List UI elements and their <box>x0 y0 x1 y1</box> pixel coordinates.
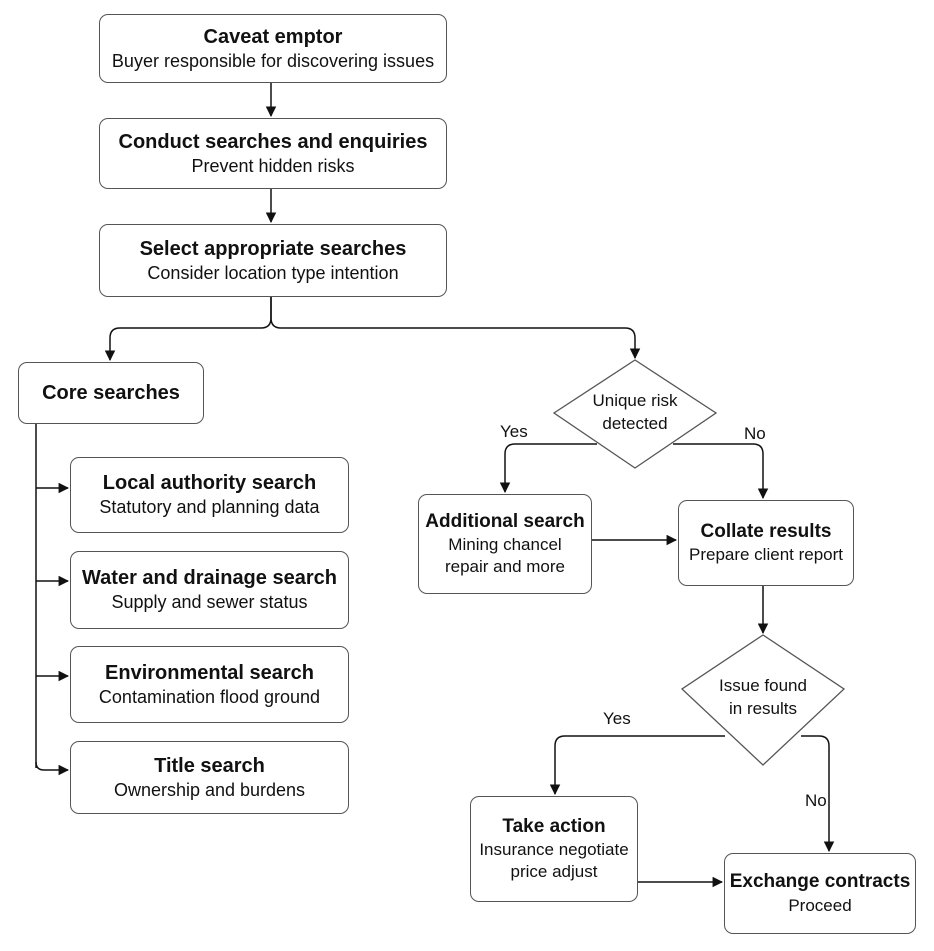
decision-issue-found: Issue found in results <box>703 675 823 721</box>
node-subtitle: Prepare client report <box>688 545 844 565</box>
label-yes-unique-risk: Yes <box>500 422 528 441</box>
decision-issue-found-shape <box>680 634 846 766</box>
node-select-searches: Select appropriate searches Consider loc… <box>99 224 447 297</box>
node-title-search: Title search Ownership and burdens <box>70 741 349 814</box>
node-line: price adjust <box>510 862 598 882</box>
node-title: Exchange contracts <box>729 871 911 893</box>
arrow-core-to-title <box>35 761 70 776</box>
node-water-drainage-search: Water and drainage search Supply and sew… <box>70 551 349 629</box>
node-subtitle: Statutory and planning data <box>99 497 320 518</box>
node-line: repair and more <box>444 557 565 577</box>
decision-unique-risk-shape <box>552 359 718 469</box>
node-local-authority-search: Local authority search Statutory and pla… <box>70 457 349 533</box>
node-subtitle: Supply and sewer status <box>111 592 308 613</box>
node-subtitle: Buyer responsible for discovering issues <box>111 50 435 71</box>
arrow-unique-risk-no <box>673 443 769 500</box>
arrow-unique-risk-yes <box>499 443 597 494</box>
node-caveat-emptor: Caveat emptor Buyer responsible for disc… <box>99 14 447 83</box>
node-title: Select appropriate searches <box>139 237 407 260</box>
label-yes-issue-found: Yes <box>603 709 631 728</box>
decision-line: in results <box>728 698 798 718</box>
node-title: Local authority search <box>102 472 317 495</box>
node-line: Mining chancel <box>448 535 562 555</box>
node-title: Environmental search <box>105 661 314 684</box>
node-subtitle: Proceed <box>788 895 852 915</box>
node-line: Insurance negotiate <box>479 840 629 860</box>
node-subtitle: Consider location type intention <box>147 262 399 283</box>
decision-line: Unique risk <box>592 391 678 410</box>
node-title: Collate results <box>700 520 832 542</box>
decision-line: Issue found <box>719 676 807 695</box>
arrow-select-to-unique-risk <box>270 297 641 360</box>
decision-line: detected <box>602 413 668 433</box>
node-additional-search: Additional search Mining chancel repair … <box>418 494 592 594</box>
node-title: Core searches <box>42 382 180 404</box>
label-no-issue-found: No <box>805 791 827 810</box>
node-subtitle: Ownership and burdens <box>113 779 306 800</box>
label-no-unique-risk: No <box>744 424 766 443</box>
node-collate-results: Collate results Prepare client report <box>678 500 854 586</box>
node-title: Caveat emptor <box>203 25 343 48</box>
node-subtitle: Contamination flood ground <box>98 686 321 707</box>
node-title: Conduct searches and enquiries <box>118 130 428 153</box>
node-subtitle: Prevent hidden risks <box>191 155 355 176</box>
node-conduct-searches: Conduct searches and enquiries Prevent h… <box>99 118 447 189</box>
node-core-searches: Core searches <box>18 362 204 424</box>
node-environmental-search: Environmental search Contamination flood… <box>70 646 349 723</box>
node-title: Additional search <box>425 510 585 532</box>
arrow-issue-no <box>801 735 835 853</box>
node-take-action: Take action Insurance negotiate price ad… <box>470 796 638 902</box>
arrow-select-to-core <box>104 297 272 362</box>
node-exchange-contracts: Exchange contracts Proceed <box>724 853 916 934</box>
node-title: Take action <box>502 815 606 837</box>
decision-unique-risk: Unique risk detected <box>575 390 695 436</box>
node-title: Title search <box>154 754 265 777</box>
arrow-issue-yes <box>549 735 725 796</box>
node-title: Water and drainage search <box>82 567 337 590</box>
